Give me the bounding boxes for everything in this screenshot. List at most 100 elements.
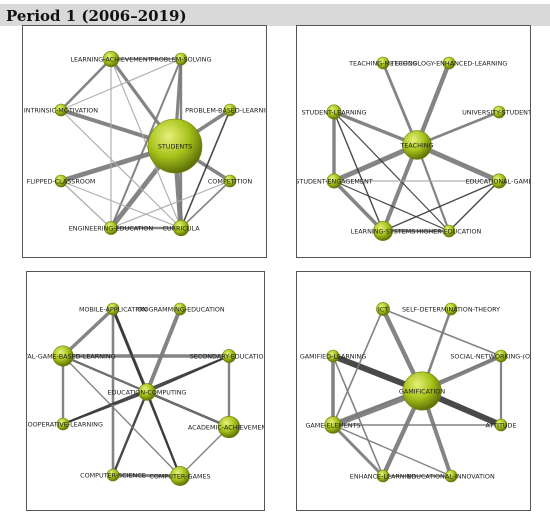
edge-gamified-learning-enhance-learning [332, 355, 384, 477]
node-label-university-students: UNIVERSITY-STUDENTS [462, 108, 530, 116]
node-problem-based-learning[interactable] [223, 103, 237, 117]
edge-learning-achievement-intrinsic-motivation [60, 58, 112, 111]
node-enhance-learning[interactable] [376, 469, 390, 483]
node-ict[interactable] [376, 302, 390, 316]
edge-problem-based-learning-curricula [180, 109, 231, 229]
node-secondary-education[interactable] [222, 349, 236, 363]
edge-problem-solving-engineering-education [110, 58, 182, 229]
edge-game-elements-enhance-learning [331, 423, 385, 478]
node-attitude[interactable] [494, 418, 508, 432]
node-mobile-application[interactable] [106, 302, 120, 316]
edge-ict-social-networking [382, 308, 502, 357]
node-label-student-engagement: STUDENT-ENGAGEMENT [297, 177, 373, 185]
node-label-educational-innovation: EDUCATIONAL-INNOVATION [407, 472, 495, 480]
node-educational-game[interactable] [491, 173, 507, 189]
node-label-cooperative-learning: COOPERATIVE-LEARNING [27, 420, 103, 428]
edge-teaching-higher-education [415, 144, 451, 232]
node-programming-education[interactable] [173, 302, 187, 316]
node-label-mobile-application: MOBILE-APPLICATION [79, 305, 147, 313]
node-label-competition: COMPETITION [208, 177, 253, 185]
node-label-academic-achievement: ACADEMIC-ACHIEVEMENT [188, 423, 264, 431]
nodes [52, 302, 241, 486]
labels: TEACHING-METHODSTECHNOLOGY-ENHANCED-LEAR… [297, 59, 530, 235]
node-intrinsic-motivation[interactable] [54, 103, 68, 117]
node-gamified-learning[interactable] [326, 349, 340, 363]
nodes [326, 56, 507, 241]
edge-student-learning-learning-systems [333, 111, 384, 232]
node-label-secondary-education: SECONDARY-EDUCATION [190, 352, 264, 360]
node-label-technology-enhanced-learning: TECHNOLOGY-ENHANCED-LEARNING [390, 59, 508, 67]
edge-flipped-classroom-curricula [60, 180, 182, 229]
node-label-engineering-education: ENGINEERING-EDUCATION [69, 224, 154, 232]
node-learning-achievement[interactable] [102, 50, 120, 68]
node-higher-education[interactable] [442, 224, 456, 238]
network-graph-students: LEARNING-ACHIEVEMENTPROBLEM-SOLVINGINTRI… [24, 50, 266, 237]
node-student-learning[interactable] [326, 104, 342, 120]
node-student-engagement[interactable] [326, 173, 342, 189]
node-label-programming-education: PROGRAMMING-EDUCATION [135, 305, 225, 313]
edge-educational-game-higher-education [448, 180, 500, 232]
node-self-determination-theory[interactable] [444, 302, 458, 316]
node-university-students[interactable] [492, 105, 506, 119]
node-label-educational-game: EDUCATIONAL-GAME [466, 177, 530, 185]
node-computer-games[interactable] [170, 466, 190, 486]
edge-teaching-educational-game [415, 142, 501, 184]
node-academic-achievement[interactable] [217, 415, 241, 439]
node-educational-innovation[interactable] [444, 469, 458, 483]
node-label-teaching: TEACHING [399, 141, 433, 149]
node-learning-systems[interactable] [373, 221, 393, 241]
node-flipped-classroom[interactable] [54, 174, 68, 188]
edges [332, 62, 501, 233]
node-game-elements[interactable] [324, 416, 342, 434]
node-label-education-computing: EDUCATION-COMPUTING [108, 388, 187, 396]
edge-competition-curricula [180, 180, 231, 229]
node-technology-enhanced-learning[interactable] [442, 56, 456, 70]
node-label-enhance-learning: ENHANCE-LEARNING [350, 472, 416, 480]
nodes [324, 302, 508, 483]
node-label-problem-based-learning: PROBLEM-BASED-LEARNING [185, 106, 266, 114]
node-competition[interactable] [223, 174, 237, 188]
nodes [54, 50, 237, 237]
node-digital-game-based-learning[interactable] [52, 345, 74, 367]
edge-teaching-student-engagement [333, 142, 418, 184]
edge-academic-achievement-computer-games [179, 426, 230, 477]
node-cooperative-learning[interactable] [56, 417, 70, 431]
edge-flipped-classroom-engineering-education [60, 180, 112, 229]
node-teaching[interactable] [402, 130, 432, 160]
node-label-flipped-classroom: FLIPPED-CLASSROOM [27, 177, 96, 185]
node-teaching-methods[interactable] [376, 56, 390, 70]
node-social-networking[interactable] [494, 349, 508, 363]
node-label-self-determination-theory: SELF-DETERMINATION-THEORY [402, 305, 500, 313]
node-label-digital-game-based-learning: DIGITAL-GAME-BASED-LEARNING [27, 352, 116, 360]
network-graph-teaching: TEACHING-METHODSTECHNOLOGY-ENHANCED-LEAR… [297, 56, 530, 241]
node-students[interactable] [147, 118, 203, 174]
node-label-student-learning: STUDENT-LEARNING [302, 108, 367, 116]
node-curricula[interactable] [172, 219, 190, 237]
edge-education-computing-programming-education [145, 308, 182, 393]
node-education-computing[interactable] [138, 383, 156, 401]
edge-teaching-teaching-methods [381, 62, 419, 146]
edge-game-elements-educational-innovation [332, 424, 452, 477]
edge-student-engagement-learning-systems [332, 179, 385, 233]
edge-teaching-university-students [416, 110, 500, 147]
node-label-curricula: CURRICULA [162, 224, 200, 232]
node-label-problem-solving: PROBLEM-SOLVING [150, 55, 211, 63]
edge-student-engagement-higher-education [333, 180, 450, 232]
node-label-higher-education: HIGHER-EDUCATION [417, 227, 482, 235]
node-engineering-education[interactable] [104, 221, 118, 235]
edge-educational-game-learning-systems [382, 180, 500, 232]
edges [60, 58, 231, 230]
edge-digital-game-based-learning-computer-games [62, 355, 181, 477]
node-label-gamification: GAMIFICATION [399, 387, 445, 395]
node-computer-science[interactable] [106, 468, 120, 482]
node-gamification[interactable] [402, 371, 442, 411]
edge-digital-game-based-learning-mobile-application [61, 307, 115, 358]
node-problem-solving[interactable] [174, 52, 188, 66]
edge-education-computing-computer-science [111, 391, 149, 476]
edge-teaching-student-learning [333, 110, 418, 147]
